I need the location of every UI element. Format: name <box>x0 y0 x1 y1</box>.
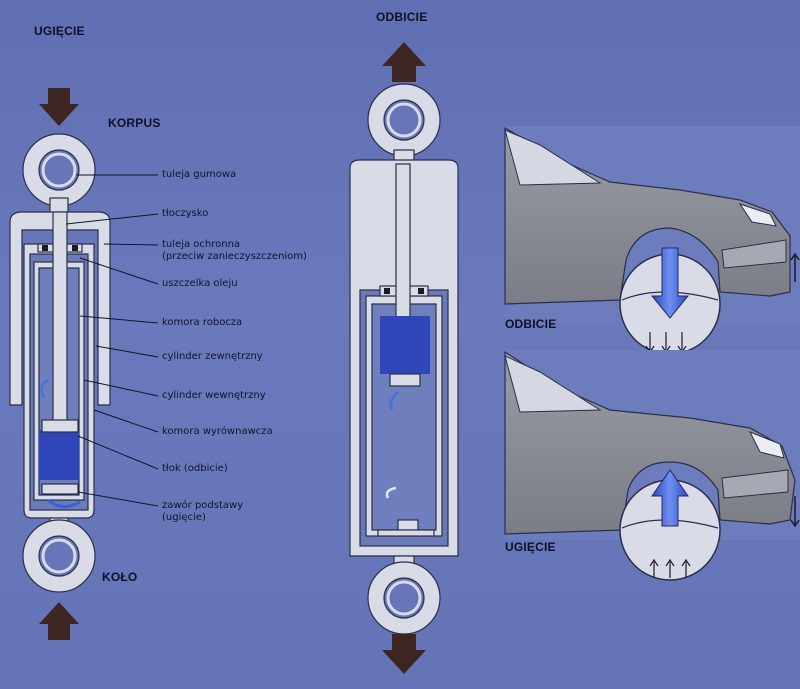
blue-arrow-up <box>651 469 689 527</box>
leader-lines <box>65 174 159 507</box>
car-rebound-label: ODBICIE <box>505 317 557 331</box>
blue-arrow-down <box>650 247 690 319</box>
oil-chamber <box>39 430 79 480</box>
rebound-arrow-up <box>382 42 426 82</box>
car-view-compression <box>504 350 800 581</box>
part-compensation-chamber: komora wyrównawcza <box>162 426 273 437</box>
part-base-valve: zawór podstawy <box>162 500 244 511</box>
part-base-valve-note: (ugięcie) <box>162 512 206 523</box>
left-shock-absorber <box>9 88 111 640</box>
part-protective-sleeve-note: (przeciw zanieczyszczeniom) <box>162 251 307 262</box>
part-piston: tłok (odbicie) <box>162 463 228 474</box>
part-rubber-bushing: tuleja gumowa <box>162 169 237 180</box>
wheel-label: KOŁO <box>102 570 138 584</box>
middle-shock-absorber <box>349 42 459 674</box>
part-piston-rod: tłoczysko <box>162 208 209 219</box>
piston <box>41 419 79 433</box>
part-outer-cylinder: cylinder zewnętrzny <box>162 351 263 362</box>
part-protective-sleeve: tuleja ochronna <box>162 239 241 250</box>
car-compression-label: UGIĘCIE <box>505 540 556 554</box>
base-valve <box>41 483 79 495</box>
rebound-arrow-down <box>382 634 426 674</box>
rebound-title: ODBICIE <box>376 10 428 24</box>
compression-arrow-down <box>39 88 79 126</box>
piston-rod <box>52 211 68 427</box>
compression-title: UGIĘCIE <box>34 24 85 38</box>
car-view-rebound <box>504 126 800 355</box>
body-label: KORPUS <box>108 116 161 130</box>
part-oil-seal: uszczelka oleju <box>162 278 238 289</box>
part-inner-cylinder: cylinder wewnętrzny <box>162 390 266 401</box>
wheel-arrow-up <box>39 602 79 640</box>
part-working-chamber: komora robocza <box>162 317 243 328</box>
